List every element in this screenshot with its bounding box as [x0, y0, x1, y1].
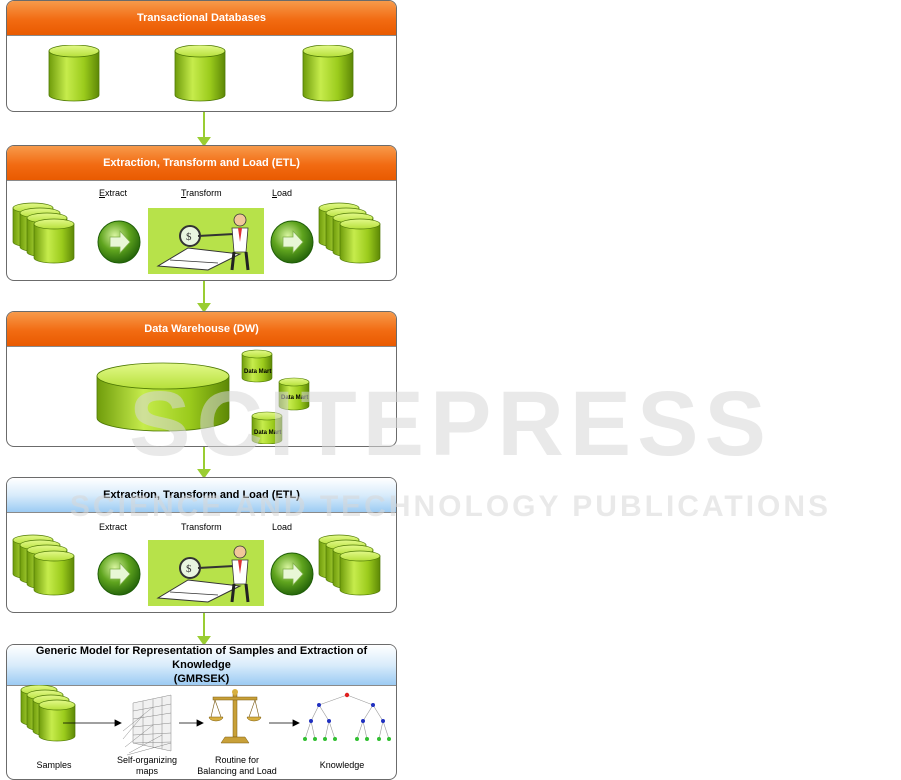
load-label: Load	[272, 522, 293, 532]
etl-panel-1: Extraction, Transform and Load (ETL) Ext…	[6, 145, 397, 281]
panel-title-line2: (GMRSEK)	[173, 673, 230, 685]
panel-title-line1: Generic Model for Representation of Samp…	[35, 645, 368, 671]
samples-database-stack-icon	[20, 685, 76, 742]
panel-title: Transactional Databases	[7, 1, 396, 36]
knowledge-tree-icon	[303, 692, 391, 741]
source-database-stack-icon	[12, 202, 75, 264]
svg-text:$: $	[186, 231, 192, 243]
database-icon	[174, 45, 226, 102]
transform-clipart-icon: $	[148, 540, 264, 606]
database-icon	[302, 45, 354, 102]
arrow-right-icon	[97, 552, 141, 596]
data-warehouse-icon	[96, 362, 230, 432]
som-caption: Self-organizing maps	[116, 755, 178, 776]
load-label: Load	[272, 188, 293, 198]
panel-title: Data Warehouse (DW)	[7, 312, 396, 347]
balance-scale-icon	[208, 689, 262, 744]
data-mart-icon: Data Mart	[278, 377, 310, 411]
etl-illustration: $	[12, 534, 381, 606]
routine-caption: Routine for Balancing and Load	[197, 755, 277, 776]
process-arrows	[63, 719, 300, 727]
data-mart-icon: Data Mart	[241, 349, 273, 383]
flow-arrows	[197, 112, 211, 646]
gmrsek-illustration	[20, 685, 391, 756]
extract-label: Extract	[99, 188, 128, 198]
transform-label: Transform	[181, 522, 222, 532]
etl-illustration: $	[12, 202, 381, 274]
knowledge-caption: Knowledge	[319, 760, 365, 770]
gmrsek-panel: Generic Model for Representation of Samp…	[6, 644, 397, 780]
data-mart-label: Data Mart	[281, 395, 308, 401]
arrow-right-icon	[270, 552, 314, 596]
target-database-stack-icon	[318, 534, 381, 596]
data-warehouse-illustration: Data Mart Data Mart Data Mart	[96, 349, 310, 444]
etl-panel-2: Extraction, Transform and Load (ETL) Ext…	[6, 477, 397, 613]
data-mart-icon: Data Mart	[251, 411, 283, 444]
data-mart-label: Data Mart	[254, 430, 281, 436]
arrow-right-icon	[97, 220, 141, 264]
database-icons	[48, 45, 354, 102]
transform-clipart-icon: $	[148, 208, 264, 274]
transform-label: Transform	[181, 188, 222, 198]
data-mart-label: Data Mart	[244, 369, 271, 375]
extract-label: Extract	[99, 522, 128, 532]
samples-caption: Samples	[36, 760, 72, 770]
data-warehouse-panel: Data Warehouse (DW) Data Mart Data Mart …	[6, 311, 397, 447]
database-icon	[48, 45, 100, 102]
self-organizing-map-icon	[122, 694, 172, 756]
transactional-databases-panel: Transactional Databases	[6, 0, 397, 112]
panel-title: Extraction, Transform and Load (ETL)	[7, 478, 396, 513]
target-database-stack-icon	[318, 202, 381, 264]
svg-text:$: $	[186, 563, 192, 575]
arrow-right-icon	[270, 220, 314, 264]
source-database-stack-icon	[12, 534, 75, 596]
panel-title: Extraction, Transform and Load (ETL)	[7, 146, 396, 181]
panel-title: Generic Model for Representation of Samp…	[7, 645, 396, 686]
